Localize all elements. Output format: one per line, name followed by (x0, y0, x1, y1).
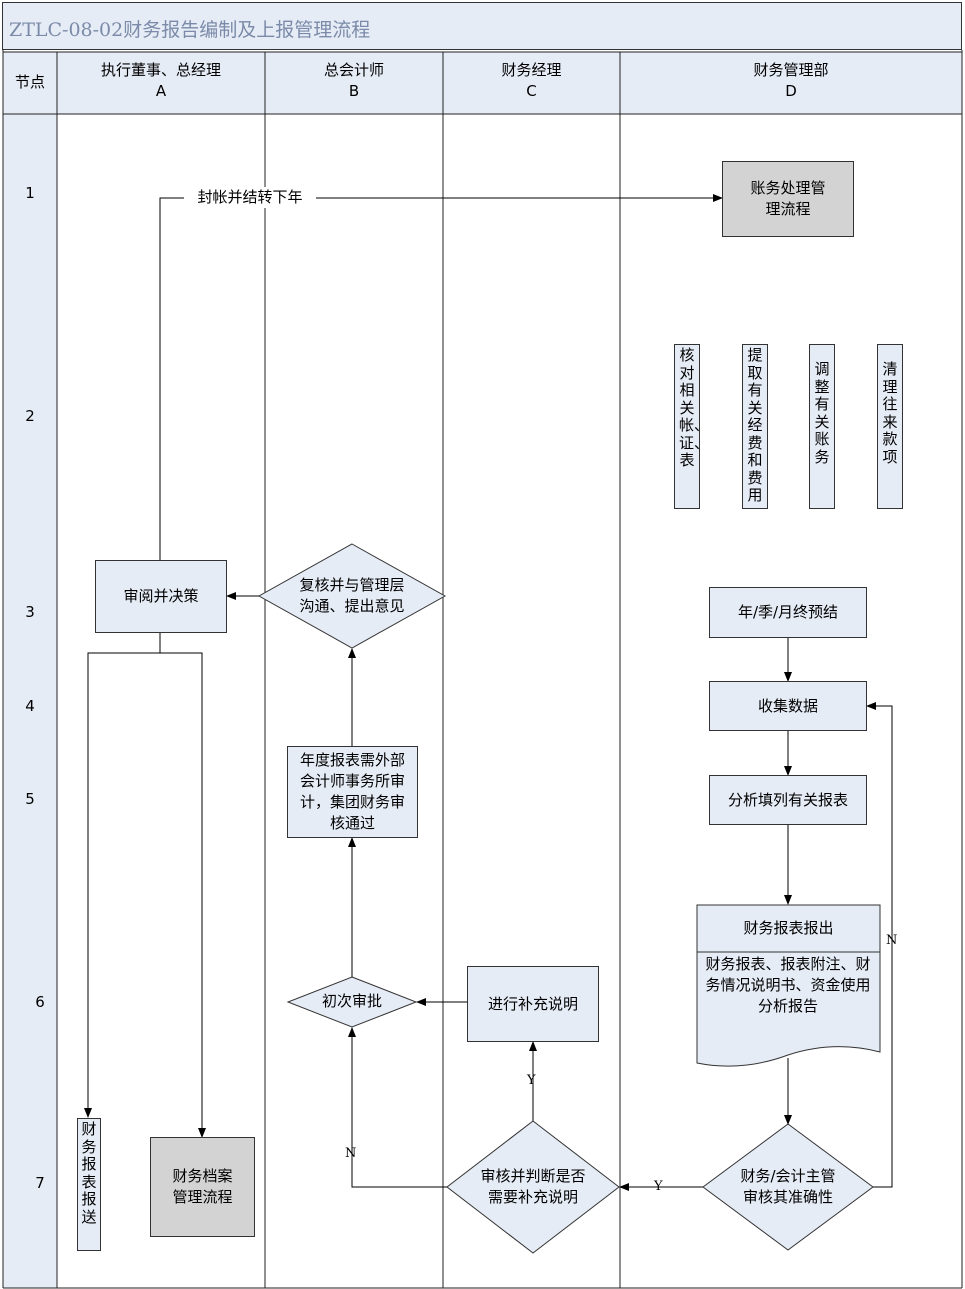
diamond-judge-label: 审核并判断是否 需要补充说明 (458, 1166, 608, 1208)
supplement-box: 进行补充说明 (467, 966, 599, 1042)
collect-data-box: 收集数据 (709, 681, 867, 731)
task-submit-box: 财务报表报送 (77, 1118, 101, 1251)
diamond-accuracy-line2: 审核其准确性 (742, 1188, 833, 1206)
diamond-judge-line2: 需要补充说明 (487, 1188, 578, 1206)
year-end-label: 年/季/月终预结 (737, 603, 839, 621)
edge-label-y-judge: Y (527, 1073, 536, 1088)
diamond-accuracy (702, 1123, 874, 1251)
edge-judge-n (348, 1027, 447, 1188)
document-report-header: 财务报表报出 (743, 919, 834, 937)
node-number-5: 5 (25, 790, 35, 808)
node-number-3: 3 (25, 603, 35, 621)
review-decide-box: 审阅并决策 (95, 560, 227, 633)
archive-process-box: 财务档案管理流程 (150, 1137, 255, 1237)
task-extract-box: 提取有关经费和费用 (742, 344, 768, 509)
header-b-title: 总会计师 (323, 61, 384, 79)
edge-review-split (84, 633, 161, 1118)
diamond-judge-line1: 审核并判断是否 (480, 1167, 586, 1185)
task-submit-label: 财务报表报送 (81, 1120, 97, 1226)
header-node-label: 节点 (14, 73, 45, 91)
diamond-recheck-label: 复核并与管理层 沟通、提出意见 (279, 575, 425, 617)
edge-label-carry-forward: 封帐并结转下年 (184, 187, 316, 208)
task-check-label: 核对相关帐、证、表 (679, 346, 710, 469)
edge-label-n-judge: N (345, 1146, 357, 1161)
year-end-box: 年/季/月终预结 (709, 587, 867, 638)
header-d-code: D (785, 82, 797, 100)
title-bar: ZTLC-08-02财务报告编制及上报管理流程 (2, 2, 962, 50)
analyze-box: 分析填列有关报表 (709, 775, 867, 825)
task-clear-label: 清理往来款项 (882, 360, 898, 466)
header-d-title: 财务管理部 (753, 61, 829, 79)
page-title: ZTLC-08-02财务报告编制及上报管理流程 (9, 19, 371, 41)
header-a-code: A (155, 82, 167, 100)
node-column (3, 114, 57, 1288)
edge-label-y-accuracy: Y (654, 1179, 663, 1194)
node-number-7: 7 (35, 1174, 45, 1192)
account-process-box: 账务处理管理流程 (722, 161, 854, 237)
header-c-code: C (526, 82, 537, 100)
task-adjust-box: 调整有关账务 (809, 344, 835, 509)
diamond-recheck-line1: 复核并与管理层 (299, 576, 405, 594)
annual-audit-label: 年度报表需外部会计师事务所审计，集团财务审核通过 (299, 751, 405, 832)
header-c-title: 财务经理 (501, 61, 562, 79)
edge-carry-forward (159, 194, 723, 560)
header-lane-d: 财务管理部 D (620, 52, 962, 114)
node-number-6: 6 (35, 993, 45, 1011)
review-decide-label: 审阅并决策 (123, 587, 199, 605)
node-number-1: 1 (25, 184, 35, 202)
diamond-accuracy-label: 财务/会计主管 审核其准确性 (718, 1166, 858, 1208)
header-node: 节点 (3, 52, 57, 114)
collect-data-label: 收集数据 (757, 696, 818, 715)
task-clear-box: 清理往来款项 (877, 344, 903, 509)
diamond-accuracy-line1: 财务/会计主管 (740, 1167, 836, 1185)
header-lane-b: 总会计师 B (265, 52, 443, 114)
task-adjust-label: 调整有关账务 (814, 360, 830, 466)
document-report-body: 财务报表、报表附注、财务情况说明书、资金使用分析报告 (705, 955, 871, 1015)
edge-accuracy-n (866, 702, 893, 1188)
header-b-code: B (348, 82, 360, 100)
annual-audit-box: 年度报表需外部会计师事务所审计，集团财务审核通过 (287, 746, 418, 838)
task-check-box: 核对相关帐、证、表 (674, 344, 710, 509)
archive-process-label: 财务档案管理流程 (172, 1167, 233, 1206)
account-process-label: 账务处理管理流程 (750, 179, 826, 218)
node-number-2: 2 (25, 407, 35, 425)
node-number-4: 4 (25, 697, 35, 715)
document-report-shape (696, 904, 881, 1067)
diamond-first-approval-label: 初次审批 (321, 992, 382, 1010)
edge-label-n-accuracy: N (886, 933, 898, 948)
diamond-recheck-line2: 沟通、提出意见 (299, 597, 405, 615)
header-lane-a: 执行董事、总经理 A (57, 52, 265, 114)
analyze-label: 分析填列有关报表 (727, 790, 848, 809)
task-extract-label: 提取有关经费和费用 (747, 346, 763, 504)
header-a-title: 执行董事、总经理 (100, 61, 221, 79)
supplement-label: 进行补充说明 (487, 994, 578, 1013)
header-lane-c: 财务经理 C (443, 52, 620, 114)
diamond-judge (446, 1120, 620, 1254)
edge-review-archive (160, 652, 206, 1138)
